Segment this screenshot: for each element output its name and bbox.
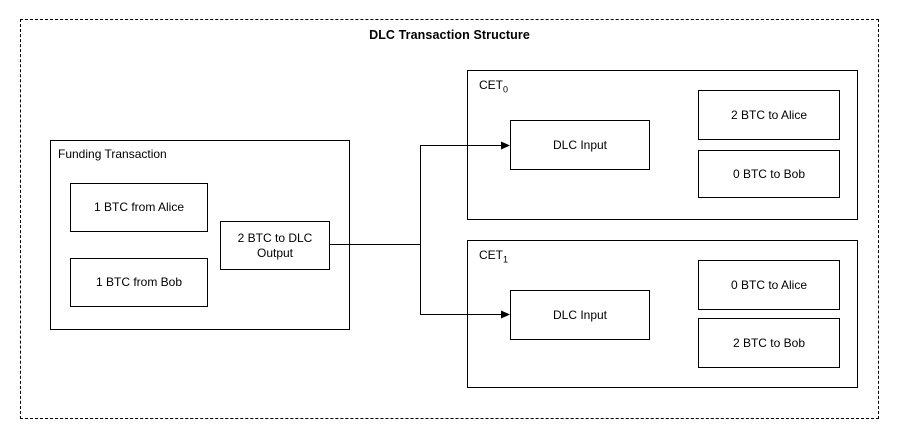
- diagram-title: DLC Transaction Structure: [369, 28, 530, 42]
- cet0-label: CET0: [479, 78, 509, 95]
- funding-transaction-label: Funding Transaction: [58, 147, 167, 161]
- funding-output-dlc: 2 BTC to DLC Output: [220, 221, 330, 270]
- cet1-output-bob: 2 BTC to Bob: [698, 318, 840, 368]
- cet1-label-subscript: 1: [503, 254, 509, 265]
- funding-input-alice: 1 BTC from Alice: [70, 183, 208, 232]
- cet0-dlc-input: DLC Input: [510, 120, 650, 170]
- cet1-output-alice: 0 BTC to Alice: [698, 260, 840, 310]
- cet1-label-text: CET: [479, 248, 503, 262]
- cet0-output-bob: 0 BTC to Bob: [698, 150, 840, 198]
- cet0-label-subscript: 0: [503, 84, 509, 95]
- cet0-output-alice: 2 BTC to Alice: [698, 90, 840, 140]
- cet1-label: CET1: [479, 248, 509, 265]
- cet1-dlc-input: DLC Input: [510, 290, 650, 340]
- funding-input-bob: 1 BTC from Bob: [70, 258, 208, 307]
- outer-dashed-border: [20, 19, 879, 419]
- cet0-label-text: CET: [479, 78, 503, 92]
